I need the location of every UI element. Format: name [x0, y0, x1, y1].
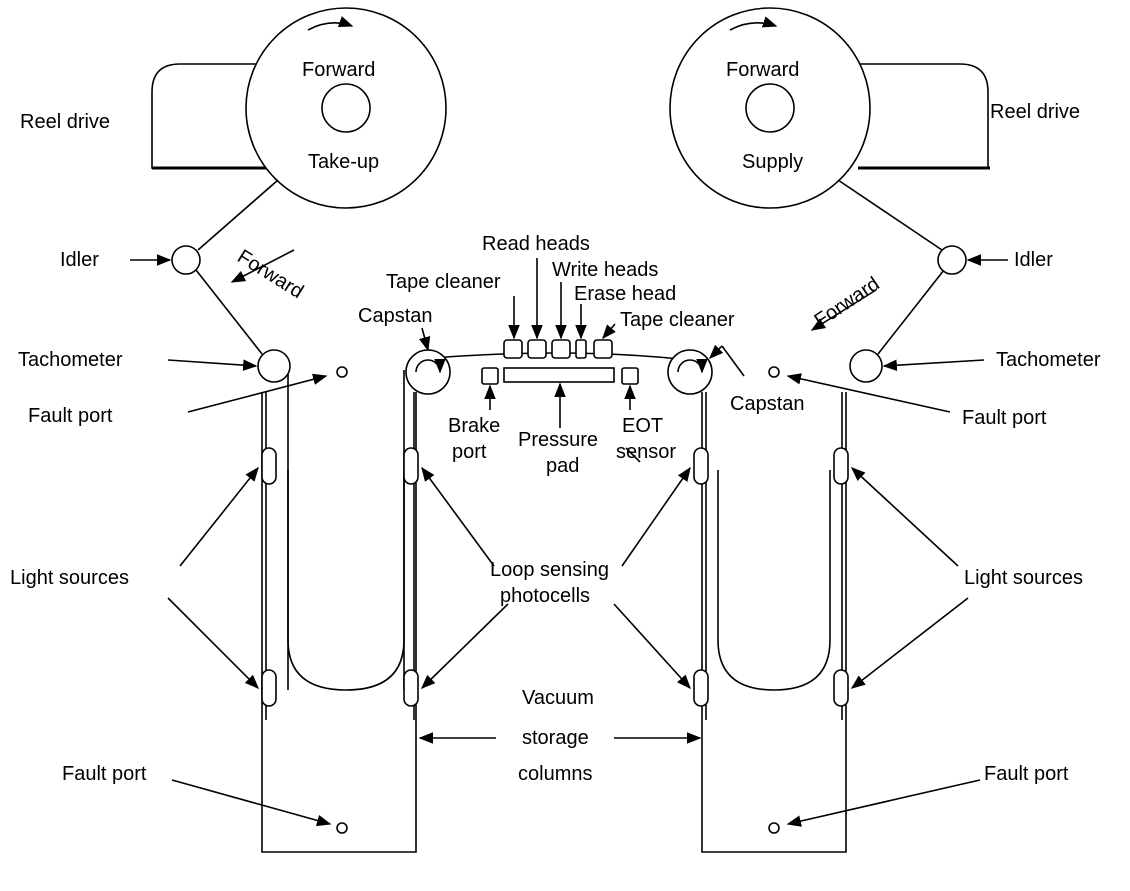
eot-sensor: [621, 367, 639, 385]
label-storage: storage: [522, 727, 589, 749]
label-forward-takeup: Forward: [302, 59, 375, 81]
label-tape-cleaner-left: Tape cleaner: [386, 271, 501, 293]
label-light-sources-left: Light sources: [10, 567, 129, 589]
label-forward-supply: Forward: [726, 59, 799, 81]
reel-drive-right-housing: [838, 63, 990, 170]
light-source-left-upper: [261, 447, 277, 485]
label-idler-right: Idler: [1014, 249, 1053, 271]
light-source-right-upper: [833, 447, 849, 485]
label-reel-drive-right: Reel drive: [990, 101, 1080, 123]
label-tachometer-right: Tachometer: [996, 349, 1101, 371]
photocell-left-upper: [403, 447, 419, 485]
supply-reel: [669, 7, 871, 209]
label-fault-port-lower-left: Fault port: [62, 763, 147, 785]
label-tape-cleaner-right: Tape cleaner: [620, 309, 735, 331]
label-loop-sensing: Loop sensing: [490, 559, 609, 581]
capstan-left: [405, 349, 451, 395]
label-brake: Brake: [448, 415, 500, 437]
label-write-heads: Write heads: [552, 259, 658, 281]
photocell-left-lower: [403, 669, 419, 707]
label-takeup: Take-up: [308, 151, 379, 173]
label-pressure: Pressure: [518, 429, 598, 451]
label-port: port: [452, 441, 487, 463]
idler-left: [171, 245, 201, 275]
write-head: [551, 339, 571, 359]
light-source-left-lower: [261, 669, 277, 707]
tape-cleaner-right: [593, 339, 613, 359]
label-pad: pad: [546, 455, 579, 477]
label-forward-right: Forward: [810, 273, 883, 332]
vacuum-column-left: [261, 392, 417, 853]
photocell-right-lower: [693, 669, 709, 707]
label-vacuum: Vacuum: [522, 687, 594, 709]
label-fault-port-upper-right: Fault port: [962, 407, 1047, 429]
pressure-pad: [503, 367, 615, 383]
read-head: [527, 339, 547, 359]
label-read-heads: Read heads: [482, 233, 590, 255]
tape-path: [195, 179, 945, 720]
label-idler-left: Idler: [60, 249, 99, 271]
label-reel-drive-left: Reel drive: [20, 111, 110, 133]
fault-port-upper-right: [768, 366, 780, 378]
tachometer-right: [849, 349, 883, 383]
label-tachometer-left: Tachometer: [18, 349, 123, 371]
capstan-right: [667, 349, 713, 395]
leader-arrows: [130, 249, 1008, 827]
takeup-reel: [245, 7, 447, 209]
label-fault-port-upper-left: Fault port: [28, 405, 113, 427]
erase-head: [575, 339, 587, 359]
fault-port-upper-left: [336, 366, 348, 378]
label-eot: EOT: [622, 415, 663, 437]
brake-port: [481, 367, 499, 385]
fault-port-lower-left: [336, 822, 348, 834]
vacuum-column-right: [701, 392, 847, 853]
label-erase-head: Erase head: [574, 283, 676, 305]
label-fault-port-lower-right: Fault port: [984, 763, 1069, 785]
label-capstan-right: Capstan: [730, 393, 805, 415]
label-supply: Supply: [742, 151, 803, 173]
label-light-sources-right: Light sources: [964, 567, 1083, 589]
fault-port-lower-right: [768, 822, 780, 834]
label-photocells: photocells: [500, 585, 590, 607]
photocell-right-upper: [693, 447, 709, 485]
light-source-right-lower: [833, 669, 849, 707]
label-capstan-left: Capstan: [358, 305, 433, 327]
idler-right: [937, 245, 967, 275]
tape-cleaner-left: [503, 339, 523, 359]
label-forward-left: Forward: [233, 246, 307, 304]
reel-drive-left-housing: [151, 63, 270, 170]
tachometer-left: [257, 349, 291, 383]
label-sensor: sensor: [616, 441, 676, 463]
label-columns: columns: [518, 763, 592, 785]
